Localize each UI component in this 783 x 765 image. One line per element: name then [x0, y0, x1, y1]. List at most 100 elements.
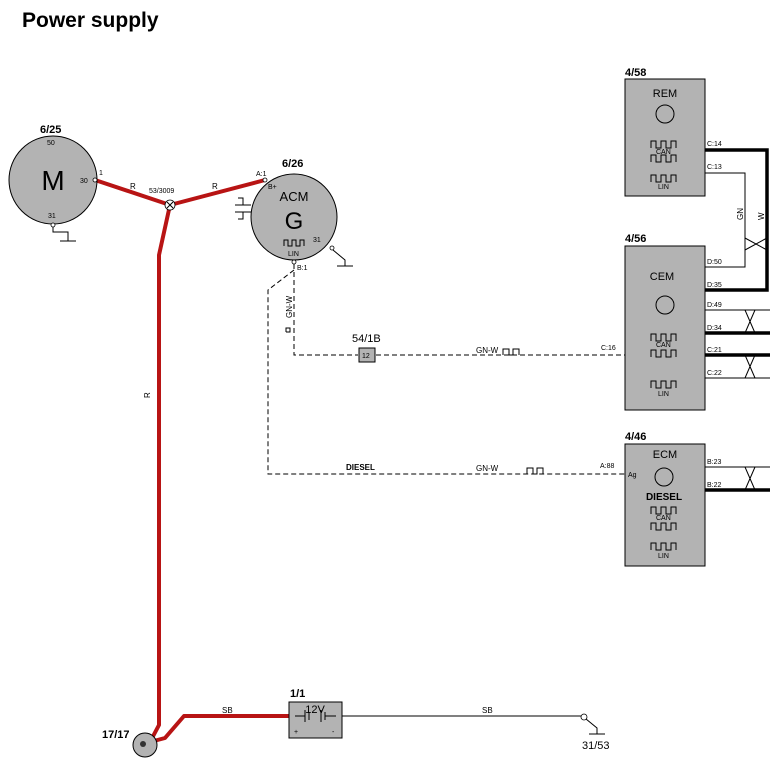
starter-label: M: [41, 165, 64, 196]
can-wires: [705, 148, 770, 492]
alternator-ref: 6/26: [282, 158, 303, 170]
connector-ref: 54/1B: [352, 333, 381, 345]
cem-can: CAN: [656, 342, 671, 349]
rem-can-pulse-icon-2: [650, 154, 677, 163]
starter-terminal-30: [92, 177, 98, 183]
ecm-transistor-icon: [654, 467, 674, 487]
wire-rem-c14-to-cem-d35: [705, 148, 769, 292]
ecm-can-pulse-icon: [650, 506, 677, 515]
cem-box: [624, 245, 706, 411]
wire-starter-to-splice: [94, 178, 171, 207]
rem-ref: 4/58: [625, 67, 646, 79]
alternator-pin-bplus: B+: [268, 184, 277, 191]
ground-terminal-ref: 31/53: [582, 740, 610, 752]
lin-wires: [267, 264, 625, 475]
alternator-capacitor-icon: [235, 197, 251, 220]
alternator-terminal-b1: [291, 259, 297, 265]
cem-can-pulse-icon-2: [650, 349, 677, 358]
cem-transistor-icon: [655, 295, 675, 315]
ground-point-ref: 17/17: [102, 729, 130, 741]
ecm-ref: 4/46: [625, 431, 646, 443]
wire-alternator-to-connector: [293, 264, 358, 356]
alternator: 6/26 ACM G A:1 B+ 31 B:1 LIN: [235, 158, 353, 272]
rem-box: [624, 78, 706, 197]
battery-ref: 1/1: [290, 688, 305, 700]
page-title: Power supply: [22, 9, 159, 32]
lin-pulse-icon-1: [502, 348, 520, 356]
lin-pulse-icon-2: [526, 467, 544, 475]
power-wires: [94, 178, 289, 744]
ecm-can-pulse-icon-2: [650, 522, 677, 531]
battery-box: [288, 701, 343, 739]
starter-pin-30: 30: [80, 178, 88, 185]
alternator-lin-pulse-icon: [283, 239, 305, 247]
starter-terminal-31: [50, 222, 56, 228]
alternator-pin-a1: A:1: [256, 171, 267, 178]
starter-pin-50: 50: [47, 140, 55, 147]
rem-lin-pulse-icon: [650, 174, 677, 183]
ground-terminal: 31/53: [580, 713, 610, 752]
wire-rem-c13-to-cem-d50: [705, 172, 746, 268]
cem-pin-d35: D:35: [707, 282, 722, 289]
wire-label-gn-w-2: GN-W: [476, 346, 499, 355]
rem-name: REM: [653, 88, 677, 100]
alternator-pin-31: 31: [313, 237, 321, 244]
starter-ground-wire: [52, 227, 69, 241]
wire-label-r-2: R: [212, 182, 218, 191]
cem-lin: LIN: [658, 391, 669, 398]
starter-motor: 6/25 M 50 30 1 31: [8, 124, 103, 242]
alternator-terminal-31: [329, 245, 335, 251]
alternator-terminal-a1: [262, 177, 268, 183]
wire-label-gn-w-3: GN-W: [476, 464, 499, 473]
splice-cross: [166, 201, 174, 209]
alternator-pin-b1: B:1: [297, 265, 308, 272]
splice: 53/3009: [149, 188, 176, 211]
starter-pin-31: 31: [48, 213, 56, 220]
cem-ref: 4/56: [625, 233, 646, 245]
wire-alternator-to-ecm: [267, 269, 625, 475]
ecm-module: 4/46 ECM DIESEL CAN LIN B:23 B:22 A:88 A…: [600, 431, 722, 567]
cem-module: 4/56 CEM CAN LIN D:50 D:35 D:49 D:34 C:2…: [601, 233, 722, 411]
splice-ref: 53/3009: [149, 188, 174, 195]
wire-twist: [744, 237, 768, 251]
rem-pin-c13: C:13: [707, 164, 722, 171]
rem-module: 4/58 REM CAN LIN C:14 C:13: [624, 67, 722, 197]
ground-terminal-wire: [585, 718, 598, 734]
cem-pin-d49: D:49: [707, 302, 722, 309]
cem-name: CEM: [650, 271, 674, 283]
wire-twist-3: [744, 354, 756, 379]
lin-pulse-vertical-icon: [285, 327, 291, 333]
wire-splice-to-alternator: [169, 178, 266, 207]
rem-transistor-icon: [655, 104, 675, 124]
connector-box: [358, 347, 376, 363]
ecm-pin-b22: B:22: [707, 482, 722, 489]
alternator-lin: LIN: [288, 251, 299, 258]
wire-label-r-1: R: [130, 182, 136, 191]
wire-twist-2: [744, 309, 756, 334]
ground-point: 17/17: [102, 729, 158, 758]
ecm-ag: Ag: [628, 472, 637, 479]
ecm-lin: LIN: [658, 553, 669, 560]
battery-voltage: 12V: [305, 704, 325, 716]
starter-ref: 6/25: [40, 124, 61, 136]
battery-plus: +: [294, 729, 298, 736]
rem-pin-c14: C:14: [707, 141, 722, 148]
wire-ground-to-battery: [149, 714, 289, 744]
cem-pin-c21: C:21: [707, 347, 722, 354]
cem-lin-pulse-icon: [650, 380, 677, 389]
rem-can: CAN: [656, 149, 671, 156]
ecm-box: [624, 443, 706, 567]
ecm-pin-b23: B:23: [707, 459, 722, 466]
wire-twist-4: [744, 466, 756, 491]
cem-can-pulse-icon: [650, 333, 677, 342]
ecm-lin-pulse-icon: [650, 542, 677, 551]
ground-point-bolt: [140, 741, 146, 747]
ecm-pin-a88: A:88: [600, 463, 615, 470]
wire-label-diesel: DIESEL: [346, 463, 375, 472]
cem-pin-c22: C:22: [707, 370, 722, 377]
ecm-can: CAN: [656, 515, 671, 522]
connector-54-1b: 54/1B 12: [352, 333, 381, 363]
ground-terminal-point: [580, 713, 588, 721]
alternator-name: ACM: [280, 189, 309, 204]
